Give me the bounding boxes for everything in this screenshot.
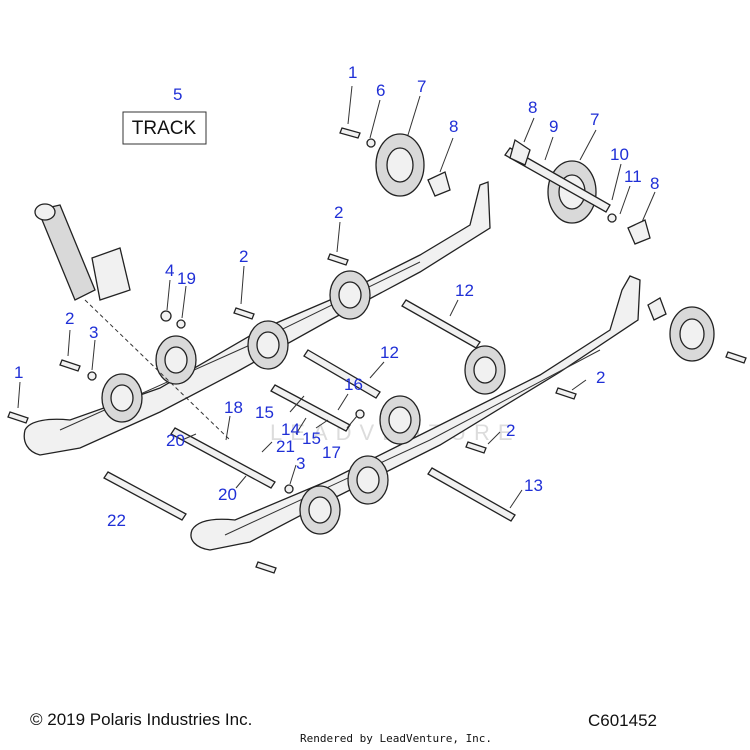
track-label: TRACK bbox=[132, 118, 197, 139]
callout-number: 16 bbox=[344, 375, 363, 394]
callout-number: 1 bbox=[348, 63, 357, 82]
washer bbox=[284, 484, 294, 494]
callout-number: 6 bbox=[376, 81, 385, 100]
right-rail bbox=[190, 275, 641, 551]
wheel bbox=[101, 373, 143, 423]
callout-number: 13 bbox=[524, 476, 543, 495]
callout-number: 2 bbox=[334, 203, 343, 222]
bolt bbox=[465, 441, 487, 454]
callout-number: 20 bbox=[166, 431, 185, 450]
callout-number: 7 bbox=[590, 110, 599, 129]
bolt bbox=[327, 253, 349, 266]
callout-number: 20 bbox=[218, 485, 237, 504]
spacer bbox=[509, 138, 531, 166]
callout-number: 2 bbox=[239, 247, 248, 266]
shock-leader bbox=[84, 299, 231, 441]
shock-absorber bbox=[34, 203, 131, 301]
callout-number: 11 bbox=[624, 167, 642, 186]
shaft bbox=[303, 349, 381, 399]
callout-number: 15 bbox=[302, 429, 321, 448]
callout-number: 4 bbox=[165, 261, 174, 280]
bolt bbox=[339, 127, 361, 139]
rendered-by-credit: Rendered by LeadVenture, Inc. bbox=[300, 732, 493, 745]
bolt bbox=[7, 411, 29, 424]
washer bbox=[176, 319, 186, 329]
track-box bbox=[122, 111, 207, 145]
callout-number: 21 bbox=[276, 437, 295, 456]
bolt bbox=[255, 561, 277, 574]
wheel-exploded bbox=[375, 133, 425, 197]
wheel bbox=[329, 270, 371, 320]
callout-number: 18 bbox=[224, 398, 243, 417]
spacer bbox=[627, 219, 651, 245]
shaft bbox=[270, 384, 351, 432]
axle bbox=[504, 147, 611, 213]
callout-number: 2 bbox=[506, 421, 515, 440]
wheel bbox=[247, 320, 289, 370]
shaft bbox=[103, 471, 187, 521]
callout-number: 8 bbox=[449, 117, 458, 136]
wheel bbox=[299, 485, 341, 535]
bolt bbox=[233, 307, 255, 320]
washer bbox=[87, 371, 97, 381]
wheel bbox=[155, 335, 197, 385]
callout-number: 22 bbox=[107, 511, 126, 530]
callout-number: 17 bbox=[322, 443, 341, 462]
wheel bbox=[347, 455, 389, 505]
callout-number: 9 bbox=[549, 117, 558, 136]
callout-number: 3 bbox=[89, 323, 98, 342]
washer bbox=[366, 138, 376, 148]
callout-number: 2 bbox=[65, 309, 74, 328]
callout-number: 7 bbox=[417, 77, 426, 96]
copyright-notice: © 2019 Polaris Industries Inc. bbox=[30, 710, 253, 729]
wheel bbox=[464, 345, 506, 395]
callout-number: 1 bbox=[14, 363, 23, 382]
callout-number: 10 bbox=[610, 145, 629, 164]
callout-number: 19 bbox=[177, 269, 196, 288]
callout-number: 8 bbox=[650, 174, 659, 193]
shaft bbox=[401, 299, 481, 349]
bolt bbox=[59, 359, 81, 372]
bolt bbox=[427, 467, 516, 522]
shaft bbox=[170, 427, 276, 489]
washer bbox=[607, 213, 617, 223]
callout-number: 3 bbox=[296, 454, 305, 473]
callout-layer: 5 1 6 7 8 8 9 7 10 11 8 2 2 4 19 2 3 1 1… bbox=[14, 63, 659, 530]
nut bbox=[160, 310, 172, 322]
callout-number: 5 bbox=[173, 85, 182, 104]
bolt bbox=[555, 387, 577, 400]
washer bbox=[355, 409, 365, 419]
wheel bbox=[379, 395, 421, 445]
callout-number: 15 bbox=[255, 403, 274, 422]
callout-number: 2 bbox=[596, 368, 605, 387]
bolt bbox=[725, 351, 747, 364]
spacer bbox=[427, 171, 451, 197]
callout-number: 8 bbox=[528, 98, 537, 117]
callout-number: 14 bbox=[281, 420, 300, 439]
spacer bbox=[647, 297, 667, 321]
figure-code: C601452 bbox=[588, 711, 658, 730]
callout-number: 12 bbox=[380, 343, 399, 362]
callout-number: 12 bbox=[455, 281, 474, 300]
wheel bbox=[669, 306, 715, 362]
